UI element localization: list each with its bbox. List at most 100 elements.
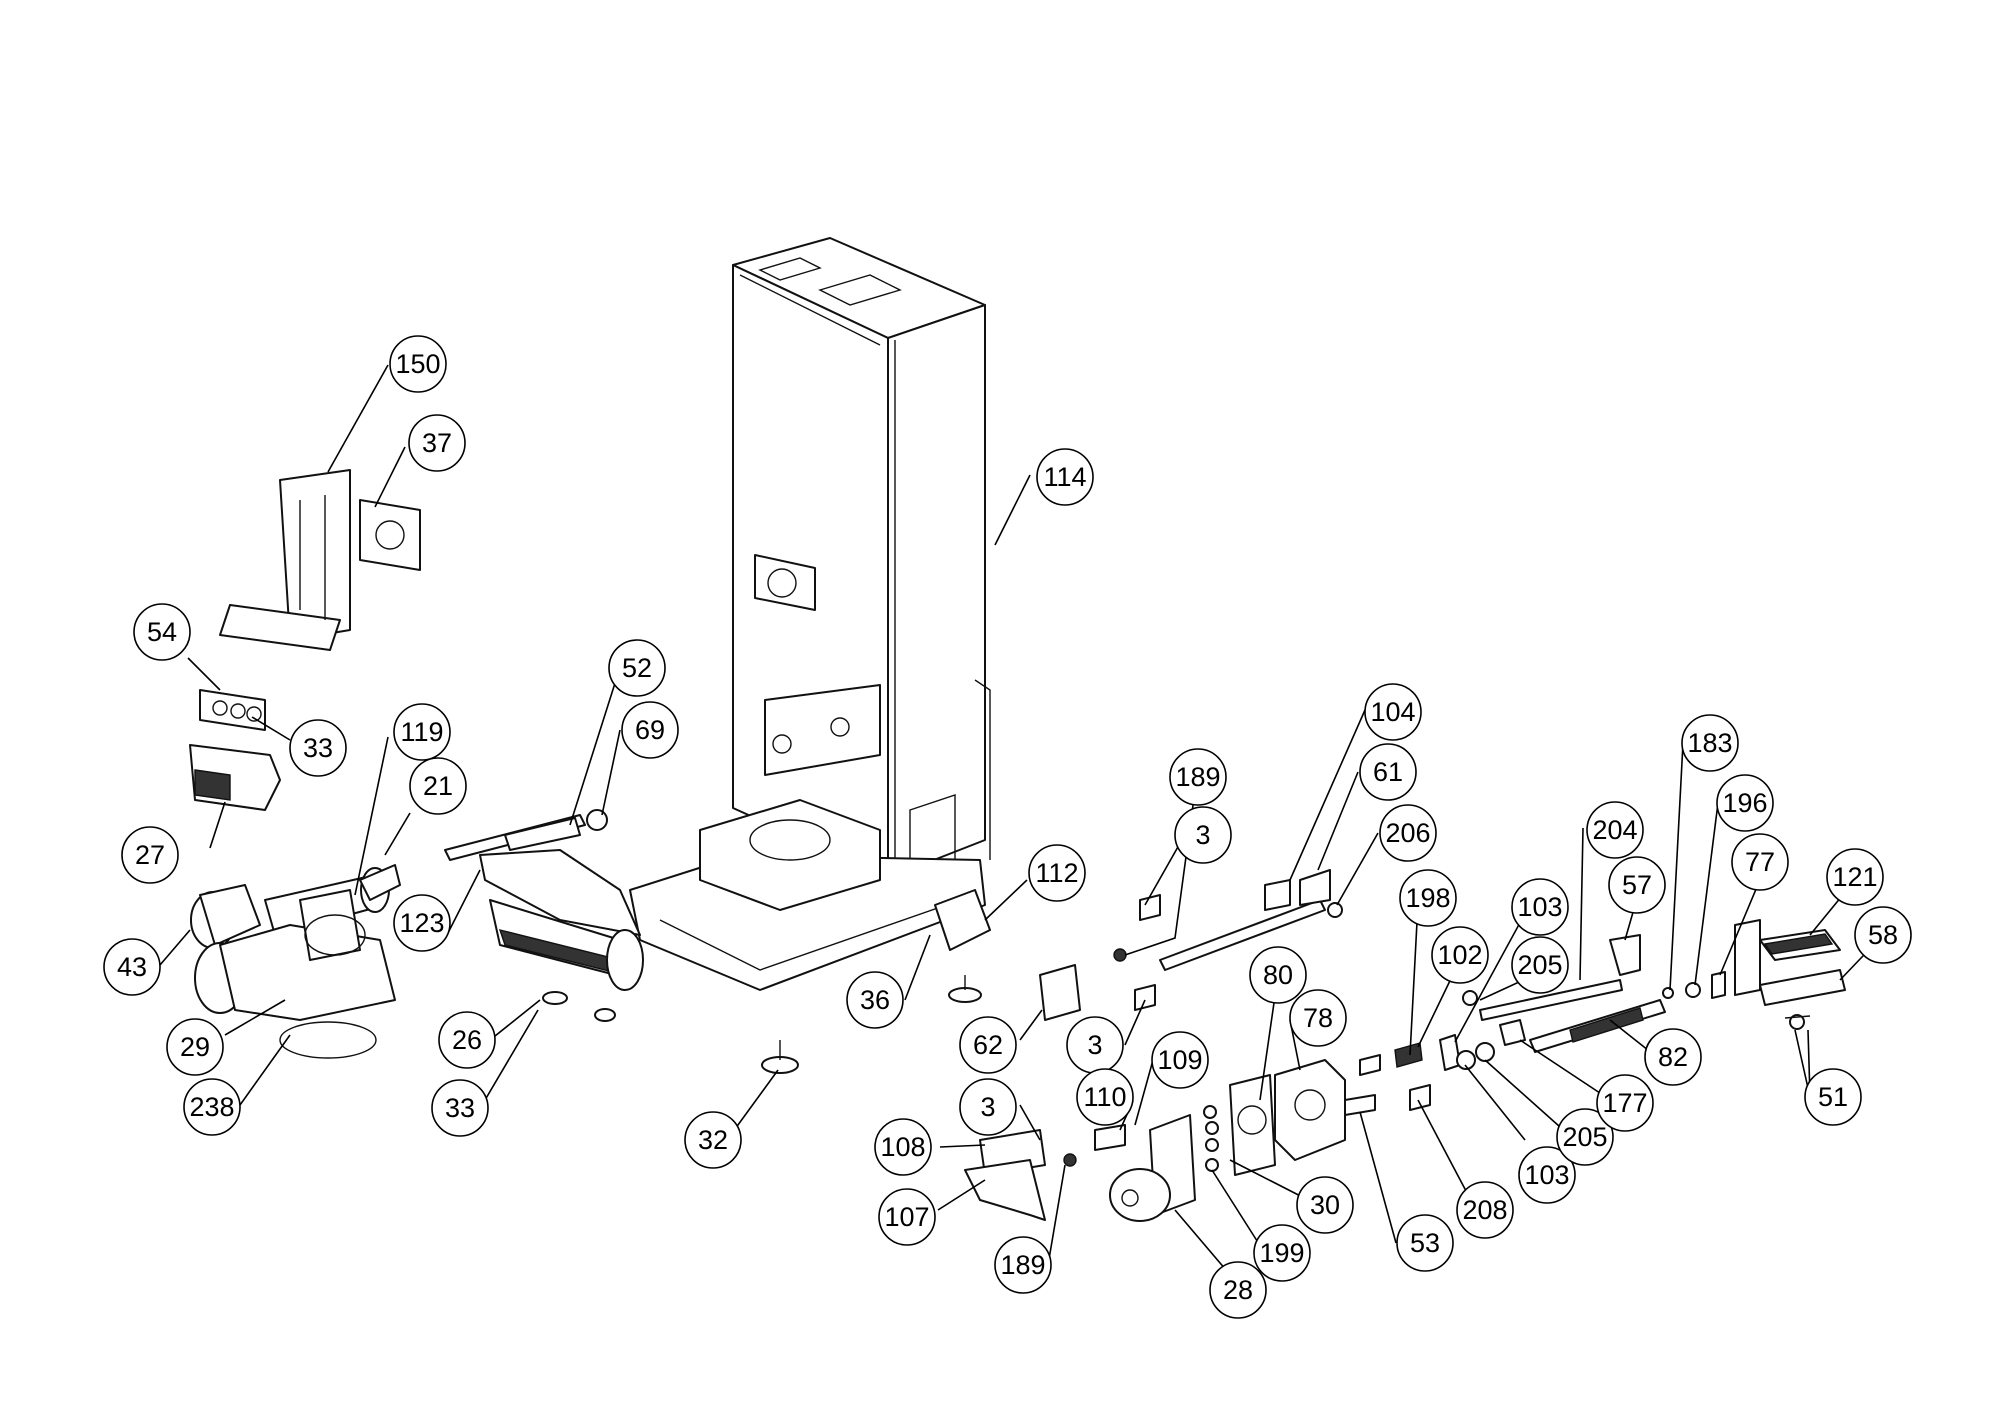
- callout-36: 36: [846, 971, 904, 1029]
- callout-label: 27: [135, 840, 165, 870]
- callout-label: 3: [1087, 1030, 1102, 1060]
- callout-label: 177: [1602, 1088, 1647, 1118]
- callout-29: 29: [166, 1018, 224, 1076]
- base-tray: [629, 799, 986, 991]
- callout-177: 177: [1596, 1074, 1654, 1132]
- callout-80: 80: [1249, 946, 1307, 1004]
- callout-label: 37: [422, 428, 452, 458]
- callout-198: 198: [1399, 869, 1457, 927]
- callout-label: 114: [1043, 462, 1086, 492]
- callout-32: 32: [684, 1111, 742, 1169]
- callout-58: 58: [1854, 906, 1912, 964]
- callout-label: 28: [1223, 1275, 1253, 1305]
- callout-104: 104: [1364, 683, 1422, 741]
- motor-28: [1109, 1114, 1196, 1222]
- bracket-112: [934, 889, 991, 951]
- callout-103: 103: [1518, 1146, 1576, 1204]
- callout-103: 103: [1511, 878, 1569, 936]
- callout-51: 51: [1804, 1068, 1862, 1126]
- callout-label: 3: [980, 1092, 995, 1122]
- callout-label: 32: [698, 1125, 728, 1155]
- callout-label: 102: [1437, 940, 1482, 970]
- callout-208: 208: [1456, 1181, 1514, 1239]
- callout-78: 78: [1289, 989, 1347, 1047]
- callout-label: 54: [147, 617, 177, 647]
- callout-3: 3: [959, 1078, 1017, 1136]
- right-bracket-58: [1734, 919, 1846, 1030]
- callout-label: 30: [1310, 1190, 1340, 1220]
- callout-33: 33: [289, 719, 347, 777]
- callout-33: 33: [431, 1079, 489, 1137]
- callout-label: 69: [635, 715, 665, 745]
- blower-assembly: [190, 864, 401, 1059]
- callout-label: 150: [395, 349, 440, 379]
- callout-102: 102: [1431, 926, 1489, 984]
- callout-label: 3: [1195, 820, 1210, 850]
- callout-27: 27: [121, 826, 179, 884]
- nuts-199: [1203, 1105, 1219, 1172]
- callout-189: 189: [994, 1236, 1052, 1294]
- callout-196: 196: [1716, 774, 1774, 832]
- callout-110: 110: [1076, 1068, 1134, 1126]
- callout-52: 52: [608, 639, 666, 697]
- callout-114: 114: [1036, 448, 1094, 506]
- callout-77: 77: [1731, 833, 1789, 891]
- callout-label: 119: [400, 717, 443, 747]
- callout-108: 108: [874, 1118, 932, 1176]
- callout-238: 238: [183, 1078, 241, 1136]
- callout-label: 77: [1745, 847, 1775, 877]
- callout-label: 112: [1035, 858, 1078, 888]
- callout-107: 107: [878, 1188, 936, 1246]
- callout-label: 205: [1517, 950, 1562, 980]
- callout-label: 52: [622, 653, 652, 683]
- callout-label: 82: [1658, 1042, 1688, 1072]
- callout-189: 189: [1169, 748, 1227, 806]
- callout-label: 189: [1000, 1250, 1045, 1280]
- callout-82: 82: [1644, 1028, 1702, 1086]
- callout-label: 53: [1410, 1228, 1440, 1258]
- callout-119: 119: [393, 703, 451, 761]
- callout-label: 36: [860, 985, 890, 1015]
- callout-21: 21: [409, 757, 467, 815]
- chute-150: [219, 469, 421, 651]
- callout-37: 37: [408, 414, 466, 472]
- cabinet-frame-114: [732, 237, 991, 879]
- callout-205: 205: [1556, 1108, 1614, 1166]
- switch-108: [964, 1124, 1126, 1221]
- bracket-80-78: [1229, 1059, 1346, 1176]
- callout-label: 121: [1832, 862, 1877, 892]
- callout-3: 3: [1174, 806, 1232, 864]
- callout-label: 183: [1687, 728, 1732, 758]
- callout-30: 30: [1296, 1176, 1354, 1234]
- callout-label: 208: [1462, 1195, 1507, 1225]
- callout-label: 196: [1722, 788, 1767, 818]
- callout-label: 58: [1868, 920, 1898, 950]
- callout-label: 238: [189, 1092, 234, 1122]
- callout-69: 69: [621, 701, 679, 759]
- callout-label: 199: [1259, 1238, 1304, 1268]
- callout-61: 61: [1359, 743, 1417, 801]
- callout-label: 80: [1263, 960, 1293, 990]
- callout-label: 43: [117, 952, 147, 982]
- callout-label: 104: [1370, 697, 1415, 727]
- callout-206: 206: [1379, 804, 1437, 862]
- callout-label: 189: [1175, 762, 1220, 792]
- callout-label: 103: [1524, 1160, 1569, 1190]
- callout-label: 33: [303, 733, 333, 763]
- callout-label: 57: [1622, 870, 1652, 900]
- small-brackets: [1609, 934, 1726, 999]
- callout-label: 198: [1405, 883, 1450, 913]
- feet: [761, 975, 982, 1074]
- rod-52: [444, 809, 608, 861]
- callout-3: 3: [1066, 1016, 1124, 1074]
- callout-label: 107: [884, 1202, 929, 1232]
- small-fittings: [1113, 894, 1161, 1011]
- bracket-62: [1039, 964, 1081, 1021]
- callout-label: 61: [1373, 757, 1403, 787]
- heater-26: [479, 849, 644, 1022]
- callout-26: 26: [438, 1011, 496, 1069]
- transformer-27: [189, 744, 281, 811]
- callout-54: 54: [133, 603, 191, 661]
- callout-label: 206: [1385, 818, 1430, 848]
- callout-199: 199: [1253, 1224, 1311, 1282]
